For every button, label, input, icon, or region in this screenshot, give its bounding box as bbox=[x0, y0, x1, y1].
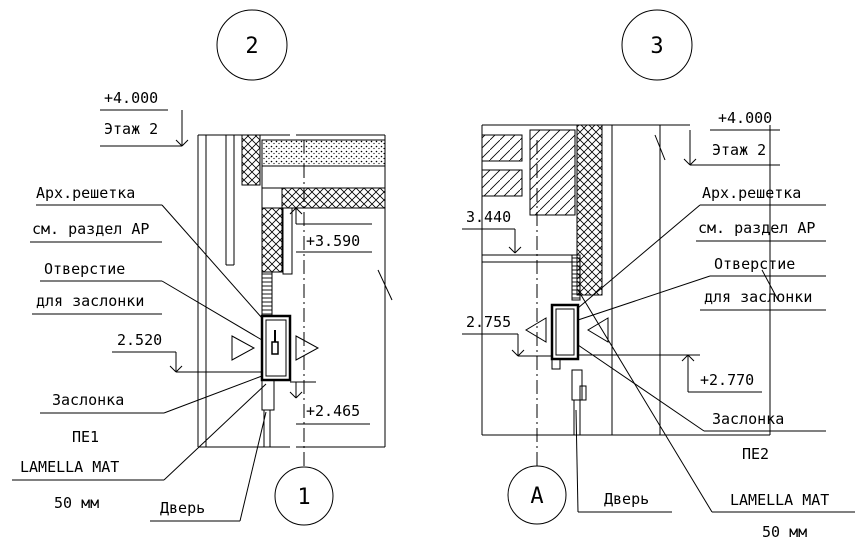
opening-callout: Отверстие для заслонки bbox=[32, 260, 263, 341]
thickness-label: 50 мм bbox=[54, 494, 99, 512]
airflow-in-icon bbox=[231, 335, 256, 361]
level-mark-top-right: +4.000 Этаж 2 bbox=[683, 109, 780, 166]
insulation-callout: ПЕ1 LAMELLA MAT 50 мм bbox=[12, 383, 267, 512]
section-3-detail: 3 А bbox=[462, 9, 855, 537]
thickness-label-right: 50 мм bbox=[762, 523, 807, 537]
wall-structure bbox=[197, 134, 393, 448]
section-tag-3-text: 3 bbox=[650, 34, 663, 59]
opening-label-right-line2: для заслонки bbox=[704, 288, 812, 306]
section-tag-3: 3 bbox=[621, 9, 693, 81]
level-top-right-text: +4.000 bbox=[718, 109, 772, 127]
lamella-label: LAMELLA MAT bbox=[20, 458, 119, 476]
level-mark-3440: 3.440 bbox=[462, 208, 522, 254]
wall-structure-right bbox=[481, 124, 779, 436]
level-mark-3590: +3.590 bbox=[289, 207, 372, 253]
pe-label: ПЕ1 bbox=[72, 428, 99, 446]
level-top-text: +4.000 bbox=[104, 89, 158, 107]
grille-label-line1: Арх.решетка bbox=[36, 184, 135, 202]
lamella-label-right: LAMELLA MAT bbox=[730, 491, 829, 509]
level-upper-text: +3.590 bbox=[306, 232, 360, 250]
level-lower-text: +2.465 bbox=[306, 402, 360, 420]
damper-callout-right: Заслонка ПЕ2 bbox=[577, 344, 826, 463]
level-mark-2770: +2.770 bbox=[578, 354, 762, 393]
opening-label-line1: Отверстие bbox=[44, 260, 125, 278]
grille-label-right-line2: см. раздел АР bbox=[698, 219, 815, 237]
grille-label-line2: см. раздел АР bbox=[32, 220, 149, 238]
grille-callout-right: Арх.решетка см. раздел АР bbox=[577, 184, 826, 309]
pe-label-right: ПЕ2 bbox=[742, 445, 769, 463]
airflow-out-icon bbox=[295, 335, 320, 361]
grille-label-right-line1: Арх.решетка bbox=[702, 184, 801, 202]
level-mid-right-text: 2.755 bbox=[466, 313, 511, 331]
level-beam-text: 3.440 bbox=[466, 208, 511, 226]
door-label: Дверь bbox=[160, 499, 205, 517]
axis-tag-1-text: 1 bbox=[297, 485, 310, 510]
level-mark-2755: 2.755 bbox=[462, 313, 552, 357]
airflow-in-icon-right bbox=[525, 317, 547, 343]
damper-callout: Заслонка bbox=[40, 375, 263, 414]
damper-label: Заслонка bbox=[52, 391, 124, 409]
opening-label-line2: для заслонки bbox=[36, 292, 144, 310]
level-mark-top: +4.000 Этаж 2 bbox=[100, 89, 189, 147]
level-mid-text: 2.520 bbox=[117, 331, 162, 349]
level-mark-2465: +2.465 bbox=[289, 381, 370, 425]
floor-label-right-text: Этаж 2 bbox=[712, 141, 766, 159]
section-tag-2-text: 2 bbox=[245, 34, 258, 59]
door-callout-right: Дверь bbox=[575, 409, 672, 513]
floor-label-text: Этаж 2 bbox=[104, 120, 158, 138]
opening-label-right-line1: Отверстие bbox=[714, 255, 795, 273]
damper-label-right: Заслонка bbox=[712, 410, 784, 428]
grille-callout: Арх.решетка см. раздел АР bbox=[30, 184, 263, 319]
section-tag-2: 2 bbox=[216, 9, 288, 81]
opening-callout-right: Отверстие для заслонки bbox=[577, 255, 826, 321]
axis-tag-1: 1 bbox=[274, 140, 334, 526]
level-mark-2520: 2.520 bbox=[112, 331, 262, 373]
axis-tag-a-text: А bbox=[530, 484, 543, 509]
door-label-right: Дверь bbox=[604, 490, 649, 508]
level-lower-right-text: +2.770 bbox=[700, 371, 754, 389]
door-callout: Дверь bbox=[150, 411, 267, 522]
insulation-callout-right: LAMELLA MAT 50 мм bbox=[577, 289, 855, 537]
section-2-detail: 2 1 bbox=[12, 9, 393, 526]
airflow-out-icon-right bbox=[587, 317, 609, 343]
